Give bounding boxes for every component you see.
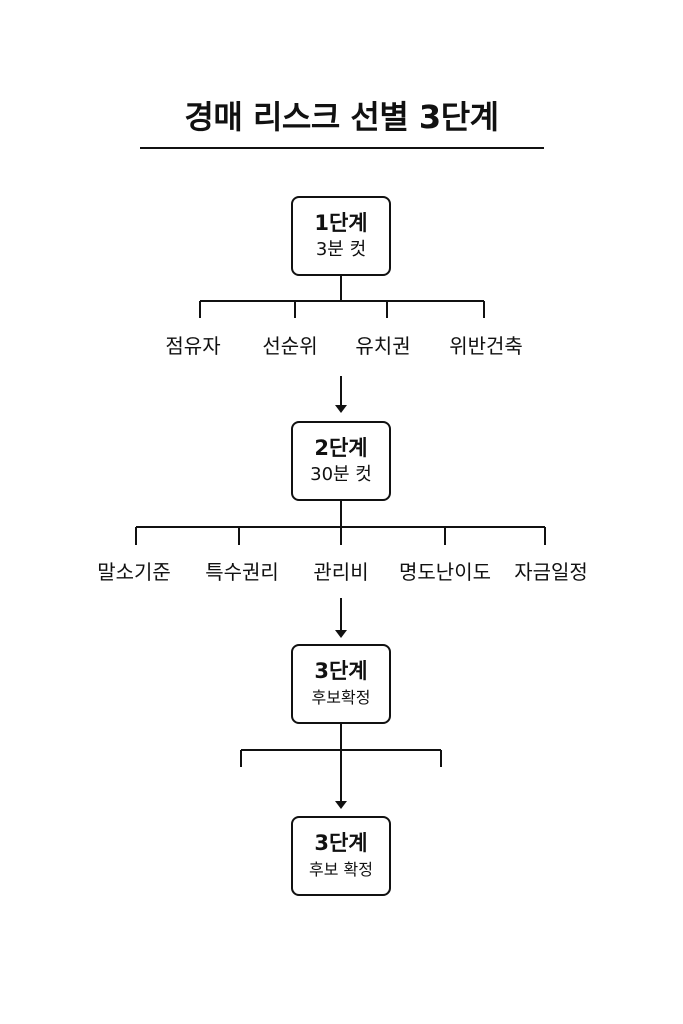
stage-2-subtitle: 30분 컷 bbox=[310, 464, 372, 485]
stage-4-subtitle: 후보 확정 bbox=[309, 860, 373, 879]
stage-1-item: 유치권 bbox=[355, 334, 411, 358]
stage-1-box: 1단계 3분 컷 bbox=[291, 196, 391, 276]
stage-2-item: 자금일정 bbox=[514, 560, 588, 584]
arrowhead-1-2 bbox=[335, 405, 347, 413]
stage-4-title: 3단계 bbox=[314, 831, 368, 855]
stage-4-box: 3단계 후보 확정 bbox=[291, 816, 391, 896]
stage-1-item: 선순위 bbox=[262, 334, 318, 358]
stage-1-item: 위반건축 bbox=[449, 334, 523, 358]
stage-1-subtitle: 3분 컷 bbox=[315, 239, 367, 260]
stage-3-title: 3단계 bbox=[314, 659, 368, 683]
stage-2-item: 말소기준 bbox=[97, 560, 171, 584]
stage-2-item: 관리비 bbox=[313, 560, 369, 584]
stage-3-box: 3단계 후보확정 bbox=[291, 644, 391, 724]
stage-1-item: 점유자 bbox=[165, 334, 221, 358]
stage-2-item: 특수권리 bbox=[205, 560, 279, 584]
arrowhead-2-3 bbox=[335, 630, 347, 638]
stage-3-subtitle: 후보확정 bbox=[311, 688, 371, 707]
arrowhead-3-4 bbox=[335, 801, 347, 809]
stage-2-box: 2단계 30분 컷 bbox=[291, 421, 391, 501]
stage-2-item: 명도난이도 bbox=[399, 560, 491, 584]
page-title: 경매 리스크 선별 3단계 bbox=[184, 98, 499, 136]
stage-2-title: 2단계 bbox=[314, 436, 368, 460]
stage-1-title: 1단계 bbox=[314, 211, 368, 235]
